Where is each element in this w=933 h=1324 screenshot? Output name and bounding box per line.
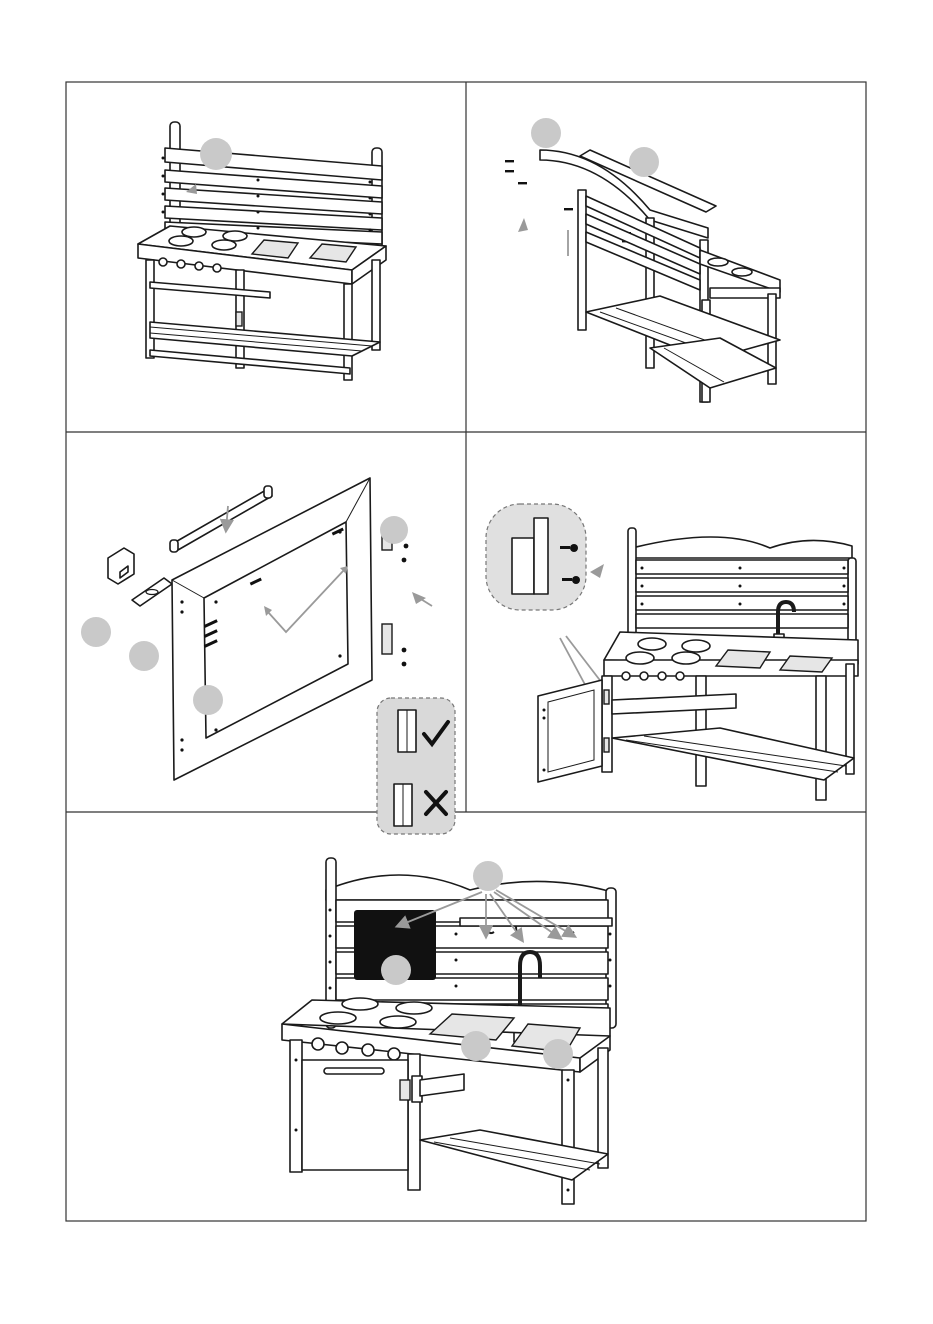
- step-2-diagram: [505, 118, 780, 402]
- step-5-diagram: [282, 858, 616, 1204]
- step-4-diagram: [486, 504, 858, 800]
- hinge-detail-inset: [486, 504, 604, 610]
- step-1-diagram: [138, 122, 386, 380]
- step-3-diagram: [81, 478, 455, 834]
- hinge-icon: [382, 530, 392, 654]
- hinge-orientation-inset: [377, 698, 455, 834]
